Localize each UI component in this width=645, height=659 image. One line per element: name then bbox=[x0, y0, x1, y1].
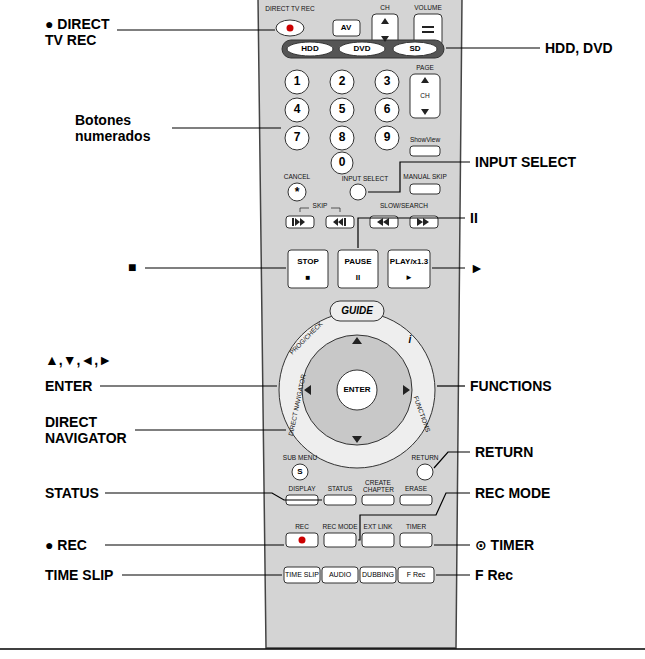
button-label: STOP bbox=[297, 257, 319, 266]
button-label: REC bbox=[295, 523, 309, 530]
button-label: ERASE bbox=[405, 485, 427, 492]
button-label: 3 bbox=[384, 75, 391, 89]
callout-label: Botones numerados bbox=[75, 112, 175, 144]
button-label: SD bbox=[409, 44, 420, 53]
callout-label: STATUS bbox=[45, 485, 99, 501]
button-label: 8 bbox=[339, 131, 346, 145]
button-label: 0 bbox=[339, 156, 346, 170]
button-label: S bbox=[297, 467, 302, 476]
callout-label: ⊙ TIMER bbox=[475, 537, 534, 553]
callout-label: FUNCTIONS bbox=[470, 378, 552, 394]
button-label: AUDIO bbox=[329, 571, 351, 579]
button-label: SLOW/SEARCH bbox=[380, 202, 428, 209]
button-label: PLAY/x1.3 bbox=[390, 257, 428, 266]
callout-label: ▲,▼,◄,► bbox=[45, 352, 112, 368]
button-label: MANUAL SKIP bbox=[403, 173, 446, 180]
button-label: PAGE bbox=[416, 64, 434, 71]
button-label: EXT LINK bbox=[364, 523, 393, 530]
button-label: DISPLAY bbox=[289, 485, 316, 492]
button-label: AV bbox=[341, 23, 352, 32]
callout-label: HDD, DVD bbox=[545, 40, 613, 56]
button-label: CH bbox=[380, 4, 389, 11]
callout-label: TIME SLIP bbox=[45, 567, 113, 583]
button-label: 7 bbox=[294, 131, 301, 145]
button-label: SUB MENU bbox=[283, 454, 317, 461]
button-label: STATUS bbox=[328, 485, 353, 492]
button-label: TIME SLIP bbox=[285, 571, 319, 579]
callout-label: INPUT SELECT bbox=[475, 154, 576, 170]
button-label: PAUSE bbox=[345, 257, 372, 266]
remote-buttons bbox=[276, 14, 444, 583]
button-label: INPUT SELECT bbox=[342, 175, 388, 182]
button-label: ShowView bbox=[410, 136, 440, 143]
button-label: DUBBING bbox=[362, 571, 394, 579]
remote-body bbox=[258, 0, 462, 648]
button-label: 2 bbox=[339, 75, 346, 89]
button-label: PROG/CHECK bbox=[288, 320, 324, 356]
button-label: 6 bbox=[384, 103, 391, 117]
button-label: ENTER bbox=[343, 385, 370, 394]
button-label: TIMER bbox=[406, 523, 426, 530]
callout-label: RETURN bbox=[475, 444, 533, 460]
leader-lines bbox=[100, 30, 540, 575]
callout-label: ► bbox=[470, 260, 484, 276]
button-label: 4 bbox=[294, 103, 301, 117]
button-label: II bbox=[356, 273, 360, 282]
button-label: 5 bbox=[339, 103, 346, 117]
button-label: CH bbox=[420, 92, 429, 99]
button-label: DIRECT NAVIGATOR bbox=[287, 373, 307, 436]
button-label: SKIP bbox=[313, 202, 328, 209]
button-label: RETURN bbox=[411, 454, 438, 461]
button-label: ► bbox=[405, 273, 413, 282]
button-label: i bbox=[409, 334, 412, 346]
button-label: CREATE CHAPTER bbox=[363, 479, 393, 494]
button-label: * bbox=[295, 186, 300, 200]
callout-label: ENTER bbox=[45, 378, 92, 394]
callout-label: ● REC bbox=[45, 537, 87, 553]
callout-label: ■ bbox=[128, 259, 136, 275]
button-label: F Rec bbox=[407, 571, 426, 579]
button-icons bbox=[287, 18, 435, 544]
button-label: ■ bbox=[306, 273, 311, 282]
button-label: REC MODE bbox=[322, 523, 357, 530]
button-label: GUIDE bbox=[341, 305, 373, 317]
callout-label: DIRECT NAVIGATOR bbox=[45, 414, 145, 446]
button-label: 1 bbox=[294, 75, 301, 89]
button-label: VOLUME bbox=[414, 4, 441, 11]
button-label: HDD bbox=[301, 44, 318, 53]
button-label: CANCEL bbox=[284, 173, 310, 180]
callout-label: II bbox=[470, 210, 478, 226]
button-label: 9 bbox=[384, 131, 391, 145]
button-label: FUNCTIONS bbox=[412, 395, 432, 433]
button-label: DIRECT TV REC bbox=[265, 5, 315, 12]
callout-label: REC MODE bbox=[475, 485, 550, 501]
button-label: DVD bbox=[354, 44, 371, 53]
callout-label: F Rec bbox=[475, 567, 513, 583]
callout-label: ● DIRECT TV REC bbox=[45, 16, 120, 48]
frame-line bbox=[0, 648, 645, 650]
